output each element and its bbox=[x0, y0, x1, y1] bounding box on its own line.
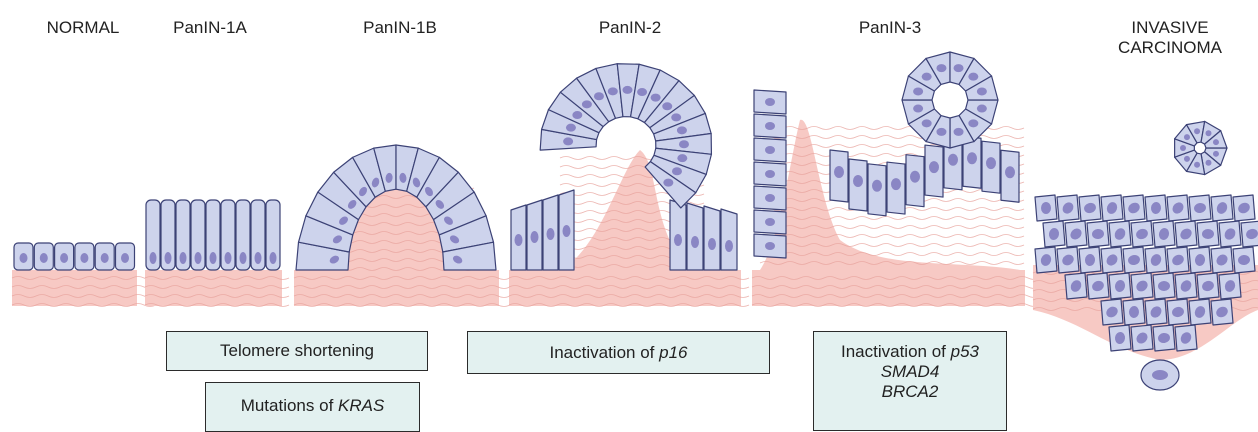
cell-nucleus bbox=[1194, 162, 1200, 168]
cell-nucleus bbox=[765, 194, 775, 202]
gene-smad4: SMAD4 bbox=[881, 362, 940, 381]
gene-p16: p16 bbox=[659, 343, 687, 362]
cell-nucleus bbox=[1206, 160, 1212, 166]
cell-nucleus bbox=[853, 175, 863, 187]
cell-nucleus bbox=[936, 128, 946, 136]
cell-nucleus bbox=[101, 253, 109, 263]
event-box-p53-smad4-brca2-inactivation: Inactivation of p53 SMAD4 BRCA2 bbox=[813, 331, 1007, 431]
gene-kras: KRAS bbox=[338, 396, 384, 415]
event-box-telomere-shortening: Telomere shortening bbox=[166, 331, 428, 371]
cell-nucleus bbox=[765, 122, 775, 130]
cell-nucleus bbox=[563, 225, 571, 237]
cell-nucleus bbox=[677, 126, 687, 134]
cell-nucleus bbox=[195, 252, 202, 264]
cell-nucleus bbox=[60, 253, 68, 263]
cell-nucleus bbox=[225, 252, 232, 264]
cell-nucleus bbox=[765, 170, 775, 178]
cell-nucleus bbox=[910, 171, 920, 183]
cell-nucleus bbox=[210, 252, 217, 264]
cell-nucleus bbox=[1194, 128, 1200, 134]
gene-brca2: BRCA2 bbox=[882, 382, 939, 401]
cell-nucleus bbox=[651, 94, 661, 102]
cell-nucleus bbox=[891, 178, 901, 190]
cell-nucleus bbox=[40, 253, 48, 263]
cell-nucleus bbox=[1152, 370, 1168, 380]
cell-nucleus bbox=[663, 179, 673, 187]
cell-nucleus bbox=[121, 253, 129, 263]
cell-nucleus bbox=[608, 87, 618, 95]
cell-nucleus bbox=[968, 119, 978, 127]
cell-nucleus bbox=[180, 252, 187, 264]
cell-nucleus bbox=[765, 146, 775, 154]
cell-nucleus bbox=[671, 113, 681, 121]
cell-nucleus bbox=[20, 253, 28, 263]
cell-nucleus bbox=[691, 236, 699, 248]
cell-nucleus bbox=[977, 87, 987, 95]
cell-nucleus bbox=[672, 167, 682, 175]
cell-nucleus bbox=[765, 218, 775, 226]
cell-nucleus bbox=[872, 180, 882, 192]
gene-p53: p53 bbox=[951, 342, 979, 361]
cell-nucleus bbox=[1184, 134, 1190, 140]
cell-nucleus bbox=[1213, 139, 1219, 145]
cell-nucleus bbox=[922, 119, 932, 127]
cell-nucleus bbox=[708, 238, 716, 250]
cell-nucleus bbox=[1184, 156, 1190, 162]
cell-nucleus bbox=[662, 102, 672, 110]
cell-nucleus bbox=[674, 234, 682, 246]
cell-nucleus bbox=[967, 152, 977, 164]
cell-nucleus bbox=[531, 231, 539, 243]
cell-nucleus bbox=[954, 128, 964, 136]
cell-nucleus bbox=[515, 234, 523, 246]
cell-nucleus bbox=[948, 154, 958, 166]
cell-nucleus bbox=[834, 166, 844, 178]
cell-nucleus bbox=[765, 242, 775, 250]
cell-nucleus bbox=[679, 140, 689, 148]
cell-nucleus bbox=[270, 252, 277, 264]
event-box-kras-mutations: Mutations of KRAS bbox=[205, 382, 420, 432]
cell-nucleus bbox=[725, 240, 733, 252]
cell-nucleus bbox=[1206, 130, 1212, 136]
epithelial-cell bbox=[721, 209, 737, 270]
cell-nucleus bbox=[572, 111, 582, 119]
cell-nucleus bbox=[765, 98, 775, 106]
cell-nucleus bbox=[968, 73, 978, 81]
cell-nucleus bbox=[1005, 166, 1015, 178]
cell-nucleus bbox=[1041, 202, 1051, 214]
cell-nucleus bbox=[936, 64, 946, 72]
cell-nucleus bbox=[913, 87, 923, 95]
cell-nucleus bbox=[165, 252, 172, 264]
cell-nucleus bbox=[986, 157, 996, 169]
cell-nucleus bbox=[240, 252, 247, 264]
event-box-p16-inactivation: Inactivation of p16 bbox=[467, 331, 770, 374]
cell-nucleus bbox=[637, 88, 647, 96]
cell-nucleus bbox=[1213, 151, 1219, 157]
cell-nucleus bbox=[929, 161, 939, 173]
cell-nucleus bbox=[677, 154, 687, 162]
cell-nucleus bbox=[80, 253, 88, 263]
cell-nucleus bbox=[622, 86, 632, 94]
cell-nucleus bbox=[913, 105, 923, 113]
cell-nucleus bbox=[954, 64, 964, 72]
cell-nucleus bbox=[547, 228, 555, 240]
cell-nucleus bbox=[255, 252, 262, 264]
cell-nucleus bbox=[566, 124, 576, 132]
cell-nucleus bbox=[977, 105, 987, 113]
cell-nucleus bbox=[594, 92, 604, 100]
stroma-base bbox=[294, 270, 499, 306]
cell-nucleus bbox=[922, 73, 932, 81]
cell-nucleus bbox=[150, 252, 157, 264]
cell-nucleus bbox=[582, 100, 592, 108]
cell-nucleus bbox=[563, 137, 573, 145]
cell-nucleus bbox=[1180, 145, 1186, 151]
